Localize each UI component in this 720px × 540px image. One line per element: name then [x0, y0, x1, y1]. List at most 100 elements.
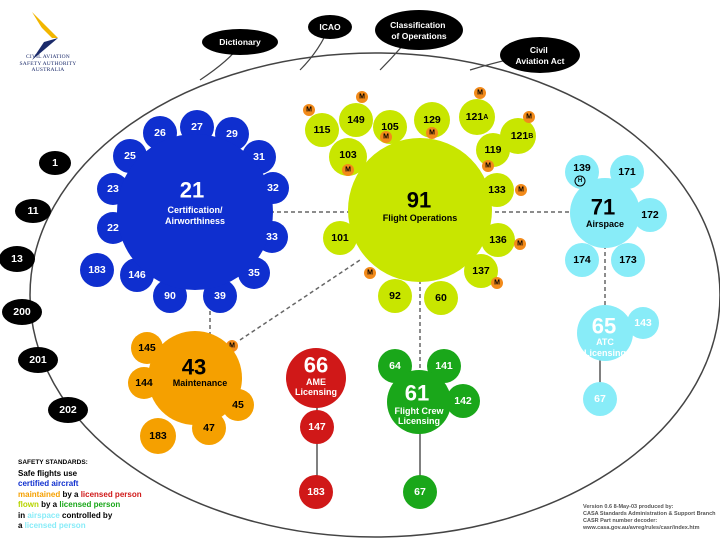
part-60-label[interactable]: 60	[435, 292, 447, 304]
hub-61-number[interactable]: 61	[405, 381, 429, 406]
part-183-ame-label[interactable]: 183	[307, 486, 325, 498]
part-145-label[interactable]: 145	[138, 342, 156, 354]
part-25-label[interactable]: 25	[124, 150, 136, 162]
part-172-label[interactable]: 172	[641, 209, 659, 221]
hub-66-label2: Licensing	[295, 387, 337, 397]
flight-operations-labels: 115 149 105 129 121A 121B 119 103 133 13…	[314, 111, 534, 304]
version-info: Version 0.6 8-May-03 produced by: CASA S…	[583, 504, 718, 532]
logo-line2: SAFETY AUTHORITY	[19, 60, 77, 67]
hub-43-number[interactable]: 43	[182, 355, 206, 380]
part-33-label[interactable]: 33	[266, 231, 278, 243]
part-92-label[interactable]: 92	[389, 290, 401, 302]
part-121a-label[interactable]: 121A	[466, 111, 489, 123]
m-badge: M	[477, 90, 483, 97]
part-201-node[interactable]: 201	[18, 347, 58, 373]
part-29-label[interactable]: 29	[226, 128, 238, 140]
icao-label: ICAO	[319, 22, 341, 32]
airspace-cluster	[565, 155, 667, 416]
legend-line1: Safe flights use	[18, 468, 78, 478]
part-174-label[interactable]: 174	[573, 254, 591, 266]
part-13-label: 13	[11, 253, 23, 265]
part-64-label[interactable]: 64	[389, 360, 401, 372]
part-121b-label[interactable]: 121B	[511, 130, 534, 142]
m-badge: M	[429, 130, 435, 137]
maintenance-hub	[148, 331, 242, 425]
m-badge: M	[359, 94, 365, 101]
icao-oval[interactable]: ICAO	[308, 15, 352, 39]
airspace-labels: 139 H 171 172 173 174 71 Airspace 143 65…	[573, 162, 659, 405]
flight-crew-licensing-cluster	[378, 349, 480, 509]
part-105-label[interactable]: 105	[381, 121, 399, 133]
part-39-label[interactable]: 39	[214, 290, 226, 302]
part-142-label[interactable]: 142	[454, 395, 472, 407]
part-143-label[interactable]: 143	[634, 317, 652, 329]
part-115-label[interactable]: 115	[314, 124, 331, 136]
part-32-label[interactable]: 32	[267, 182, 279, 194]
part-67-fcl-label[interactable]: 67	[414, 486, 426, 498]
part-183-maint-label[interactable]: 183	[149, 430, 167, 442]
part-136-label[interactable]: 136	[489, 234, 507, 246]
part-103-label[interactable]: 103	[339, 149, 357, 161]
civil-aviation-act-oval[interactable]: Civil Aviation Act	[500, 37, 580, 73]
part-144-label[interactable]: 144	[135, 377, 153, 389]
part-23-label[interactable]: 23	[107, 183, 119, 195]
part-200-label: 200	[13, 306, 31, 318]
hub-91-number[interactable]: 91	[407, 188, 431, 213]
part-67-atc-label[interactable]: 67	[594, 393, 606, 405]
flight-crew-licensing-labels: 64 141 142 61 Flight Crew Licensing 67	[389, 360, 472, 498]
classification-label: Classification of Operations	[390, 20, 448, 41]
part-202-label: 202	[59, 404, 77, 416]
part-119-label[interactable]: 119	[485, 144, 502, 156]
left-parts: 1 11 13 200 201 202	[0, 151, 88, 423]
part-146-label[interactable]: 146	[128, 269, 146, 281]
part-11-node[interactable]: 11	[15, 199, 51, 223]
hub-66-label1: AME	[306, 377, 326, 387]
ame-licensing-hub	[286, 348, 346, 408]
part-31-label[interactable]: 31	[253, 151, 265, 163]
hub-71-number[interactable]: 71	[591, 195, 615, 220]
part-137-label[interactable]: 137	[472, 265, 490, 277]
part-129-label[interactable]: 129	[423, 114, 441, 126]
legend-line5: in airspace controlled by	[18, 510, 113, 520]
part-147-label[interactable]: 147	[308, 421, 326, 433]
part-183-label[interactable]: 183	[88, 264, 106, 276]
part-200-node[interactable]: 200	[2, 299, 42, 325]
part-149-label[interactable]: 149	[347, 114, 365, 126]
part-171-label[interactable]: 171	[618, 166, 636, 178]
part-27-label[interactable]: 27	[191, 121, 203, 133]
flight-operations-cluster	[305, 99, 536, 315]
part-45-label[interactable]: 45	[232, 399, 244, 411]
m-badge: M	[517, 241, 523, 248]
part-202-node[interactable]: 202	[48, 397, 88, 423]
hub-21-number[interactable]: 21	[180, 178, 204, 203]
safety-standards-legend: SAFETY STANDARDS: Safe flights use certi…	[18, 458, 188, 532]
hub-43-label: Maintenance	[173, 378, 228, 388]
part-139-sub: H	[578, 178, 582, 184]
hub-65-number[interactable]: 65	[592, 314, 616, 339]
logo-line3: AUSTRALIA	[31, 67, 65, 73]
part-47-label[interactable]: 47	[203, 422, 215, 434]
part-133-label[interactable]: 133	[488, 184, 506, 196]
part-1-node[interactable]: 1	[39, 151, 71, 175]
part-13-node[interactable]: 13	[0, 246, 35, 272]
part-141-label[interactable]: 141	[435, 360, 453, 372]
m-badges: M M M M M M M M M M M M M	[226, 87, 535, 352]
part-26-label[interactable]: 26	[154, 127, 166, 139]
classification-oval[interactable]: Classification of Operations	[375, 10, 463, 50]
part-101-label[interactable]: 101	[331, 232, 349, 244]
dictionary-oval[interactable]: Dictionary	[202, 29, 278, 55]
civil-aviation-act-label: Civil Aviation Act	[516, 45, 565, 66]
hub-66-number[interactable]: 66	[304, 353, 328, 378]
part-173-label[interactable]: 173	[619, 254, 637, 266]
airworthiness-labels: 25 26 27 29 31 32 33 35 39 90 146 183 22…	[88, 121, 279, 302]
part-90-label[interactable]: 90	[164, 290, 176, 302]
version-line4[interactable]: www.casa.gov.au/avreg/rules/casr/index.h…	[583, 525, 700, 531]
part-35-label[interactable]: 35	[248, 267, 260, 279]
m-badge: M	[383, 134, 389, 141]
part-22-label[interactable]: 22	[107, 222, 119, 234]
m-badge: M	[306, 107, 312, 114]
part-139-label[interactable]: 139	[573, 162, 591, 174]
ame-licensing-labels: 66 AME Licensing 147 183	[295, 353, 337, 499]
m-badge: M	[229, 343, 235, 350]
